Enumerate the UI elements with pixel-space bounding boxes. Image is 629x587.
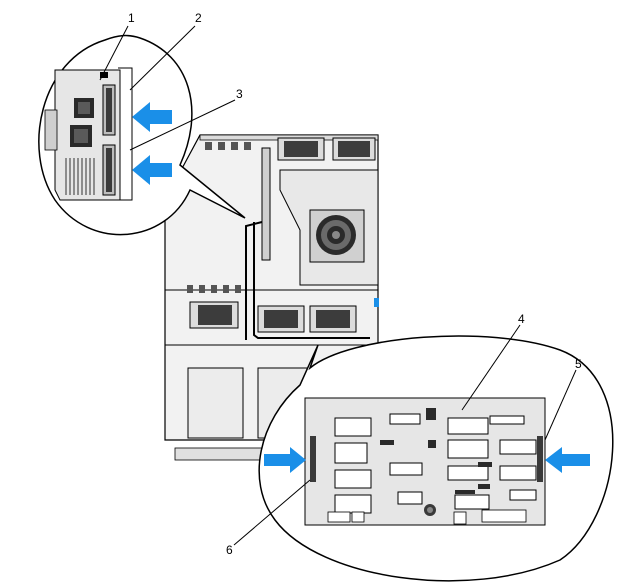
callout-4: 4 xyxy=(518,312,525,326)
top-heatsinks xyxy=(277,137,376,161)
backplane-cutouts xyxy=(334,413,537,514)
blue-arrow-icon xyxy=(545,447,590,473)
card-inset xyxy=(38,34,246,236)
callout-5: 5 xyxy=(575,357,582,371)
blue-arrow-icon xyxy=(132,102,172,132)
callout-6: 6 xyxy=(226,543,233,557)
callout-1: 1 xyxy=(128,11,135,25)
callout-3: 3 xyxy=(236,87,243,101)
top-slot-row xyxy=(205,142,251,150)
cable-route xyxy=(245,221,370,340)
callout-2: 2 xyxy=(195,11,202,25)
edge-connector-left xyxy=(310,436,316,482)
blue-arrow-icon xyxy=(132,155,172,185)
leader-lines xyxy=(99,25,577,546)
connector-icon xyxy=(380,408,492,494)
power-connectors xyxy=(327,509,527,525)
backplane-inset xyxy=(258,335,614,582)
middle-slot-row xyxy=(187,285,241,293)
processor-fan xyxy=(279,169,379,286)
blue-arrow-icon xyxy=(264,447,306,473)
lower-heatsinks xyxy=(189,301,357,333)
edge-connector-right xyxy=(537,436,543,482)
inset-heatsink xyxy=(65,158,95,195)
riser-card xyxy=(261,147,271,261)
